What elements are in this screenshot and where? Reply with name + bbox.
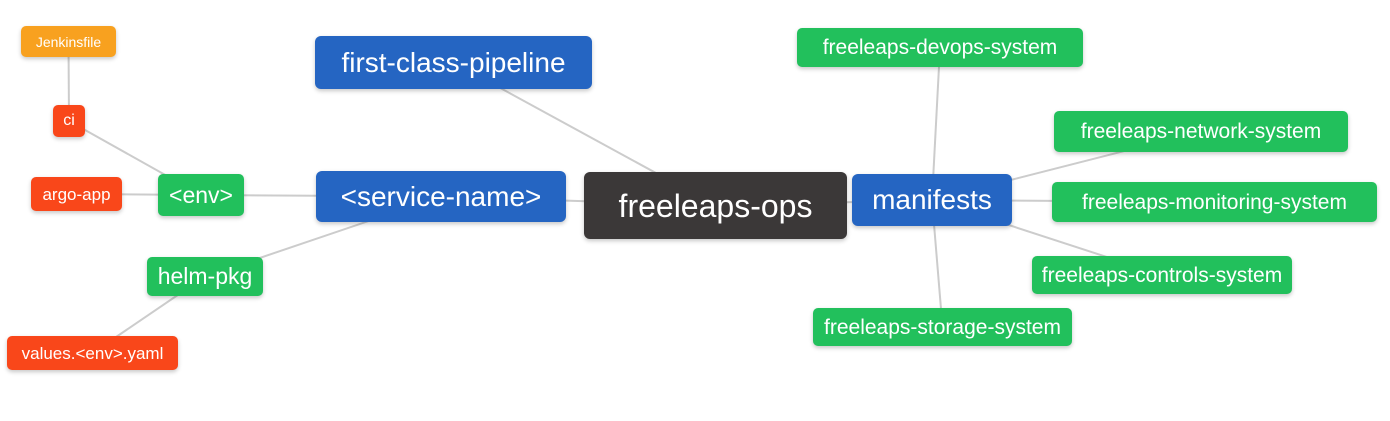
mindmap-node-ci[interactable]: ci	[53, 105, 85, 137]
mindmap-node-label: ci	[63, 112, 75, 129]
mindmap-node-values-env-yaml[interactable]: values.<env>.yaml	[7, 336, 178, 370]
mindmap-node-service-name[interactable]: <service-name>	[316, 171, 566, 222]
mindmap-node-helm-pkg[interactable]: helm-pkg	[147, 257, 263, 296]
mindmap-node-label: Jenkinsfile	[35, 33, 102, 50]
mindmap-node-label: freeleaps-ops	[618, 187, 813, 224]
mindmap-node-freeleaps-monitoring-system[interactable]: freeleaps-monitoring-system	[1052, 182, 1377, 222]
mindmap-node-label: freeleaps-network-system	[1080, 120, 1322, 143]
mindmap-node-label: argo-app	[42, 184, 111, 204]
mindmap-node-label: freeleaps-devops-system	[822, 36, 1058, 59]
mindmap-node-label: freeleaps-monitoring-system	[1082, 190, 1347, 214]
mindmap-node-jenkinsfile[interactable]: Jenkinsfile	[21, 26, 116, 57]
mindmap-node-manifests[interactable]: manifests	[852, 174, 1012, 226]
mindmap-node-label: <env>	[169, 181, 233, 208]
mindmap-node-label: first-class-pipeline	[341, 46, 566, 78]
mindmap-node-freeleaps-network-system[interactable]: freeleaps-network-system	[1054, 111, 1348, 152]
mindmap-node-freeleaps-ops[interactable]: freeleaps-ops	[584, 172, 847, 239]
mindmap-node-label: freeleaps-storage-system	[824, 315, 1061, 339]
mindmap-node-label: values.<env>.yaml	[21, 343, 164, 363]
mindmap-node-argo-app[interactable]: argo-app	[31, 177, 122, 211]
mindmap-node-first-class-pipeline[interactable]: first-class-pipeline	[315, 36, 592, 89]
mindmap-node-freeleaps-controls-system[interactable]: freeleaps-controls-system	[1032, 256, 1292, 294]
mindmap-node-label: freeleaps-controls-system	[1041, 263, 1283, 287]
mindmap-node-env[interactable]: <env>	[158, 174, 244, 216]
mindmap-node-label: manifests	[872, 184, 992, 215]
mindmap-node-freeleaps-devops-system[interactable]: freeleaps-devops-system	[797, 28, 1083, 67]
mindmap-node-label: <service-name>	[340, 180, 542, 212]
mindmap-node-freeleaps-storage-system[interactable]: freeleaps-storage-system	[813, 308, 1072, 346]
mindmap-node-label: helm-pkg	[157, 263, 253, 289]
